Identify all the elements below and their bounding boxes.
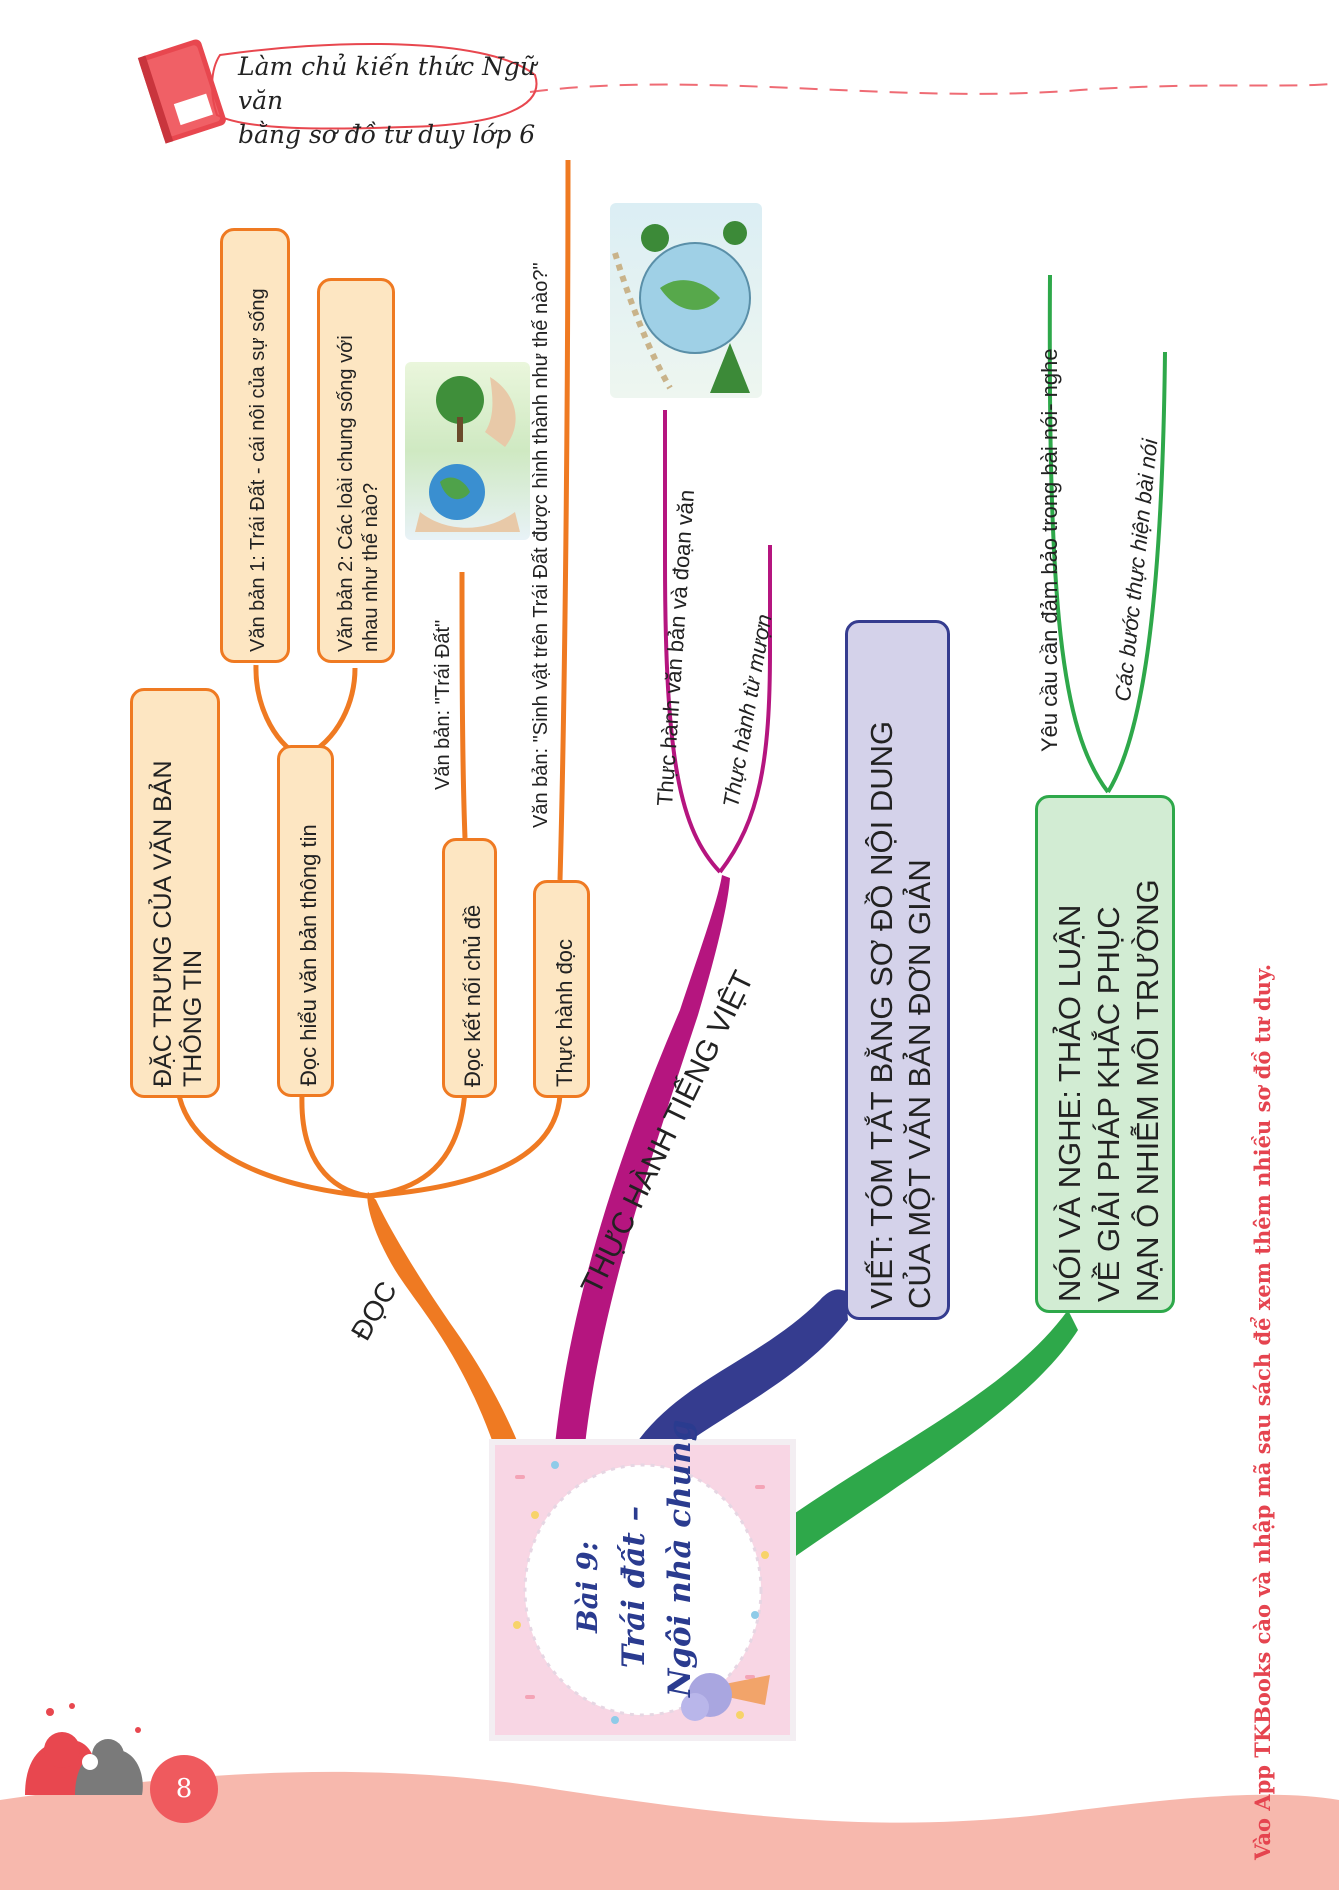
box-noi-nghe: NÓI VÀ NGHE: THẢO LUẬN VỀ GIẢI PHÁP KHẮC…: [1035, 795, 1175, 1313]
noi-nghe-sub-1: Yêu cầu cần đảm bảo trong bài nói- nghe: [1037, 348, 1062, 752]
box-doc-hieu: Đọc hiểu văn bản thông tin: [277, 745, 334, 1097]
globe-nature-photo: [610, 203, 762, 398]
header-title: Làm chủ kiến thức Ngữ văn bằng sơ đồ tư …: [238, 50, 558, 152]
footer-note: Vào App TKBooks cào và nhập mã sau sách …: [1250, 963, 1275, 1860]
branch-doc-main: [367, 1192, 530, 1480]
van-ban-2-line-2: nhau như thế nào?: [360, 482, 382, 652]
box-doc-ket-noi: Đọc kết nối chủ đề: [442, 838, 497, 1098]
van-ban-trai-dat-label: Văn bản: "Trái Đất": [432, 619, 454, 790]
line-tv-sub1: [663, 410, 722, 874]
dac-trung-line-1: ĐẶC TRƯNG CỦA VĂN BẢN: [149, 760, 177, 1087]
bottom-wave: [0, 1771, 1339, 1890]
page-number: 8: [150, 1755, 218, 1823]
link-thuc-hanh-doc: [367, 1094, 563, 1199]
header-bubble: [211, 42, 538, 130]
link-doc-ket-noi: [367, 1089, 468, 1199]
header-line-1: Làm chủ kiến thức Ngữ văn: [238, 52, 537, 115]
noi-nghe-line-3: NẠN Ô NHIỄM MÔI TRƯỜNG: [1129, 879, 1165, 1302]
branch-tieng-viet-main: [555, 875, 730, 1445]
notebook-icon: [137, 39, 226, 144]
noi-nghe-line-1: NÓI VÀ NGHE: THẢO LUẬN: [1051, 904, 1087, 1302]
box-thuc-hanh-doc: Thực hành đọc: [533, 880, 590, 1098]
dac-trung-line-2: THÔNG TIN: [179, 949, 207, 1087]
box-dac-trung: ĐẶC TRƯNG CỦA VĂN BẢN THÔNG TIN: [130, 688, 220, 1098]
center-card-decoration: [513, 1461, 770, 1724]
line-vb-trai-dat: [459, 571, 468, 839]
van-ban-2-line-1: Văn bản 2: Các loài chung sống với: [335, 335, 357, 652]
earth-hands-photo: [405, 362, 530, 540]
branch-noi-nghe-main: [785, 1310, 1078, 1560]
doc-ket-noi-label: Đọc kết nối chủ đề: [459, 904, 485, 1087]
mascot-cats-icon: [25, 1703, 143, 1795]
link-doc-hieu: [299, 1094, 369, 1199]
viet-line-1: VIẾT: TÓM TẮT BẰNG SƠ ĐỒ NỘI DUNG: [863, 720, 899, 1309]
viet-line-2: CỦA MỘT VĂN BẢN ĐƠN GIẢN: [901, 859, 937, 1309]
noi-nghe-line-2: VỀ GIẢI PHÁP KHẮC PHỤC: [1090, 906, 1126, 1302]
center-topic-card: Bài 9: Trái đất – Ngôi nhà chung: [495, 1419, 790, 1735]
van-ban-1-label: Văn bản 1: Trái Đất - cái nôi của sự sốn…: [246, 288, 269, 652]
center-line-1: Bài 9:: [571, 1541, 604, 1634]
ice-cream-icon: [695, 1675, 770, 1705]
center-line-2: Trái đất –: [616, 1505, 652, 1669]
line-nn-sub2: [1106, 351, 1167, 794]
box-van-ban-1: Văn bản 1: Trái Đất - cái nôi của sự sốn…: [220, 228, 290, 663]
thuc-hanh-doc-label: Thực hành đọc: [551, 938, 577, 1087]
link-dac-trung: [175, 1089, 369, 1199]
line-tv-sub2: [718, 545, 772, 874]
center-topic-title: Bài 9: Trái đất – Ngôi nhà chung: [565, 1419, 703, 1697]
box-van-ban-2: Văn bản 2: Các loài chung sống với nhau …: [317, 278, 395, 663]
branch-viet-main: [635, 1285, 848, 1455]
box-viet: VIẾT: TÓM TẮT BẰNG SƠ ĐỒ NỘI DUNG CỦA MỘ…: [845, 620, 950, 1320]
header-dashed-line: [529, 83, 1331, 95]
van-ban-sinh-vat-label: Văn bản: "Sinh vật trên Trái Đất được hì…: [530, 262, 552, 828]
line-nn-sub1: [1047, 274, 1110, 794]
header-line-2: bằng sơ đồ tư duy lớp 6: [238, 120, 536, 149]
doc-hieu-label: Đọc hiểu văn bản thông tin: [295, 824, 321, 1086]
center-line-3: Ngôi nhà chung: [662, 1419, 698, 1697]
line-vb-sinh-vat: [557, 159, 571, 881]
